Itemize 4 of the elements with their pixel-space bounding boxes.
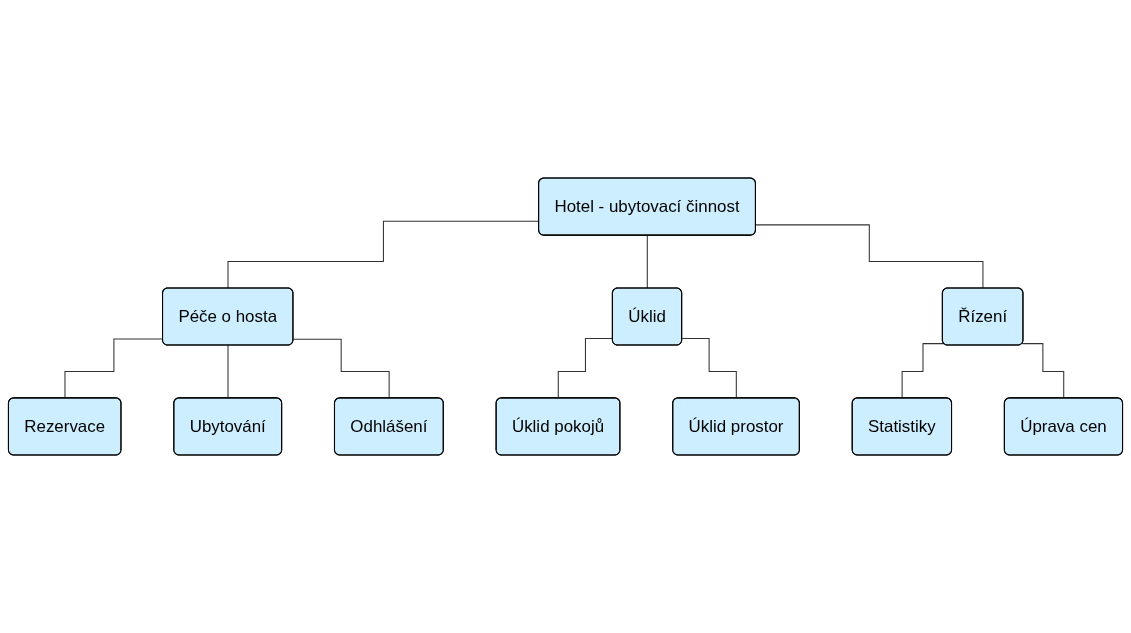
connector	[227, 345, 229, 399]
connector	[1021, 343, 1065, 399]
connector	[292, 338, 390, 399]
connector	[681, 337, 738, 399]
